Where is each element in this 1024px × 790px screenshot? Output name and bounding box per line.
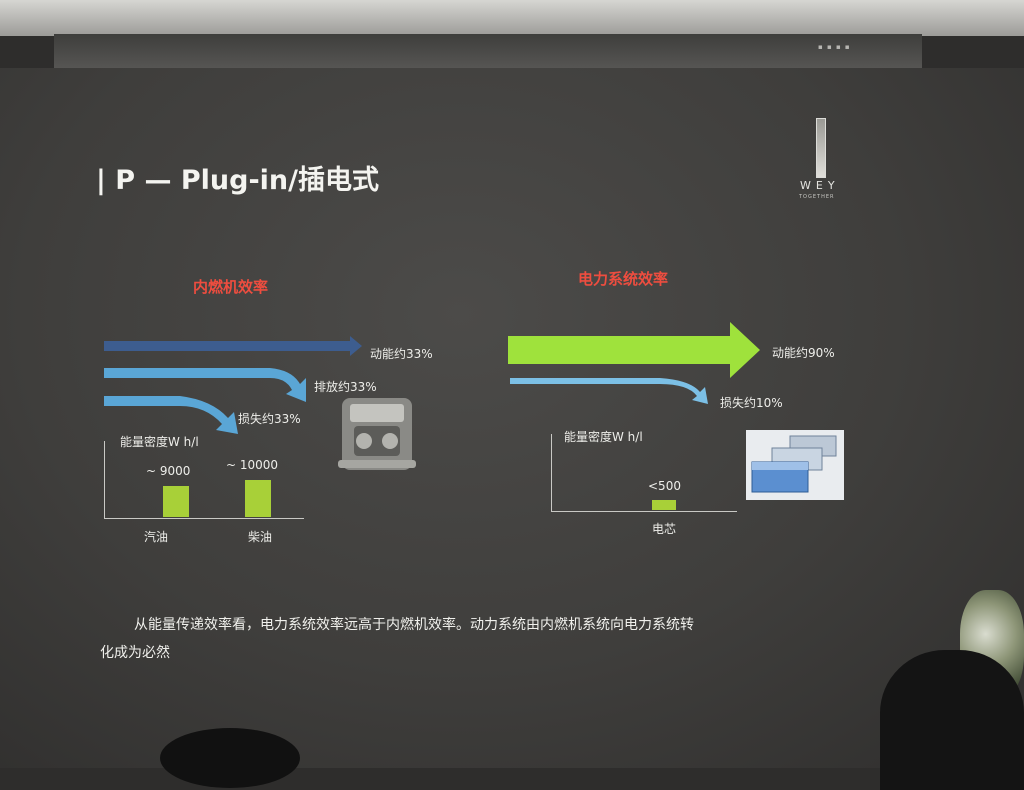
energy-flow-arrows <box>104 322 760 434</box>
ice-exhaust-label: 排放约33% <box>314 380 377 394</box>
gasoline-bar <box>163 486 189 517</box>
audience-head-right <box>880 650 1024 790</box>
cell-label: 电芯 <box>652 522 677 536</box>
cell-value-label: <500 <box>648 479 681 493</box>
wey-logo-icon <box>816 118 826 178</box>
ice-chart-axis-label: 能量密度W h/l <box>120 435 199 449</box>
conclusion-text-line2: 化成为必然 <box>100 645 170 661</box>
logo-text: WEY <box>800 179 840 192</box>
audience-head-left <box>160 728 300 788</box>
ev-kinetic-label: 动能约90% <box>772 346 835 360</box>
ceiling <box>0 0 1024 36</box>
projected-slide <box>0 68 1024 768</box>
ice-chart-x-axis <box>104 518 304 519</box>
gasoline-value-label: ~ 9000 <box>146 464 191 478</box>
ice-loss-label: 损失约33% <box>238 412 301 426</box>
ice-exhaust-arrow <box>104 368 306 402</box>
gasoline-label: 汽油 <box>144 530 169 544</box>
logo-subtext: TOGETHER <box>799 194 835 200</box>
diesel-value-label: ~ 10000 <box>226 458 279 472</box>
ice-kinetic-label: 动能约33% <box>370 347 433 361</box>
ev-kinetic-arrow <box>508 322 760 378</box>
ev-chart-axis-label: 能量密度W h/l <box>564 430 643 444</box>
conclusion-text-line1: 从能量传递效率看，电力系统效率远高于内燃机效率。动力系统由内燃机系统向电力系统转 <box>134 617 694 633</box>
ev-chart-y-axis <box>551 434 552 512</box>
ice-chart-y-axis <box>104 441 105 519</box>
ice-efficiency-heading: 内燃机效率 <box>193 278 269 296</box>
ev-chart-x-axis <box>551 511 737 512</box>
ice-loss-arrow <box>104 396 238 434</box>
battery-cells-image <box>746 430 844 500</box>
engine-image <box>338 398 416 470</box>
cell-bar <box>652 500 676 510</box>
casing-brand-mark: ▪ ▪ ▪ ▪ <box>818 43 851 51</box>
ev-loss-arrow <box>510 378 708 404</box>
ev-efficiency-heading: 电力系统效率 <box>578 270 669 288</box>
slide-title: | P — Plug-in/插电式 <box>96 165 379 196</box>
ev-loss-label: 损失约10% <box>720 396 783 410</box>
diesel-bar <box>245 480 271 517</box>
ice-kinetic-arrow <box>104 336 362 356</box>
diesel-label: 柴油 <box>248 530 273 544</box>
